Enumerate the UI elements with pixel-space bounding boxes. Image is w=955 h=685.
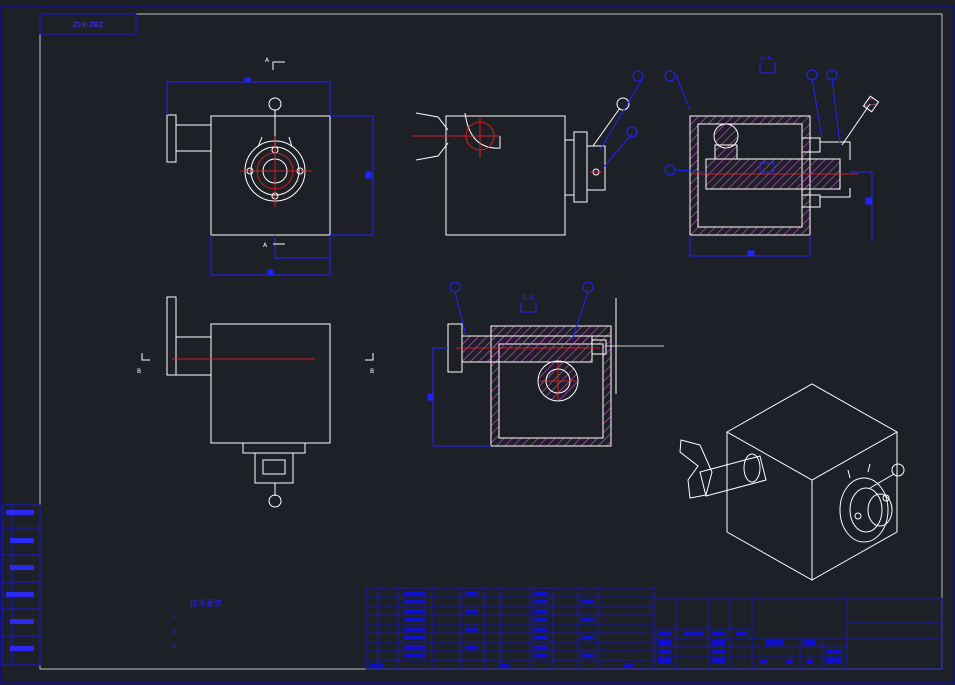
drawing-tag: ZXK-ZBZ: [73, 21, 104, 29]
front-view-dimensions: [166, 77, 374, 276]
balloon-3: [664, 164, 676, 176]
front-view-centerlines: [240, 136, 312, 207]
title-block: [653, 597, 943, 670]
side-view: [415, 97, 630, 236]
notes-line-3: 3. ...: [172, 643, 185, 650]
section-marker-a: [272, 61, 285, 245]
balloon-2: [664, 70, 676, 82]
section-aa-view: [689, 95, 880, 236]
section-bb-view: [447, 298, 617, 447]
revision-strip: [1, 504, 41, 666]
notes-heading: 技术要求: [190, 598, 222, 608]
balloon-8: [626, 126, 638, 138]
balloon-6: [449, 281, 461, 293]
top-view: [166, 296, 331, 508]
section-bb-centerlines: [456, 347, 600, 400]
section-label-b-right: B: [370, 368, 374, 375]
parts-list-entries: [370, 591, 634, 667]
title-block-entries: [658, 631, 842, 664]
section-label-a-top: A: [265, 57, 270, 64]
side-view-leaders: [602, 126, 638, 169]
section-bb-dimensions: [427, 291, 589, 447]
section-label-a-bottom: A: [263, 242, 268, 249]
notes-line-2: 2. ...: [172, 629, 185, 636]
section-label-b-left: B: [137, 368, 141, 375]
section-title-bb: B-B: [522, 294, 534, 302]
notes-line-1: 1. ...: [172, 613, 185, 620]
balloon-5: [826, 69, 838, 81]
isometric-view: [679, 383, 905, 581]
balloon-7: [582, 281, 594, 293]
section-title-aa: A-A: [760, 54, 772, 62]
section-aa-dimensions: [675, 62, 873, 257]
balloon-4: [806, 69, 818, 81]
notes-block: 技术要求 1. ... 2. ... 3. ...: [172, 598, 222, 650]
balloon-callouts: [449, 69, 838, 293]
front-view: [166, 97, 331, 236]
side-view-centerlines: [412, 118, 602, 173]
section-marker-b: [141, 353, 374, 361]
balloon-1: [632, 70, 644, 82]
